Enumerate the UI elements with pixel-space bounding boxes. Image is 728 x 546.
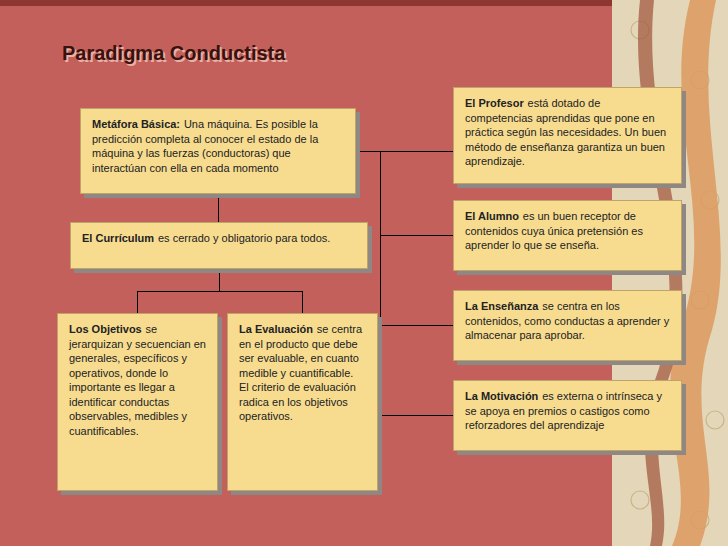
box-text: se jerarquizan y secuencian en generales… (69, 323, 206, 437)
box-heading: El Profesor (465, 97, 524, 109)
flower (706, 411, 724, 429)
box-text: es cerrado y obligatorio para todos. (158, 232, 330, 244)
curriculum-box: El Currículum es cerrado y obligatorio pa… (70, 222, 368, 269)
connector-line (218, 194, 219, 222)
box-heading: La Enseñanza (465, 300, 538, 312)
box-heading: La Evaluación (239, 323, 313, 335)
motivation-box: La Motivaciónes externa o intrínseca y s… (453, 380, 682, 451)
box-heading: El Alumno (465, 210, 519, 222)
box-heading: La Motivación (465, 390, 538, 402)
box-heading: Los Objetivos (69, 323, 142, 335)
box-text: se centra en el producto que debe ser ev… (239, 323, 362, 422)
objectives-box: Los Objetivosse jerarquizan y secuencian… (57, 313, 218, 491)
teaching-box: La Enseñanzase centra en los contenidos,… (453, 290, 682, 361)
evaluation-box: La Evaluaciónse centra en el producto qu… (227, 313, 378, 491)
ribbon (638, 0, 682, 546)
metaphor-box: Metáfora Básica:Una máquina. Es posible … (80, 108, 356, 194)
pattern-panel (612, 0, 728, 546)
flower (631, 491, 649, 509)
connector-line (138, 269, 220, 313)
connector-line (356, 151, 453, 236)
teacher-box: El Profesorestá dotado de competencias a… (453, 87, 682, 184)
connector-line (219, 269, 303, 313)
box-heading: Metáfora Básica: (92, 118, 180, 130)
student-box: El Alumnoes un buen receptor de contenid… (453, 200, 682, 271)
title: Paradigma Conductista (62, 42, 285, 65)
connector-line (356, 151, 453, 326)
box-heading: El Currículum (82, 232, 154, 244)
